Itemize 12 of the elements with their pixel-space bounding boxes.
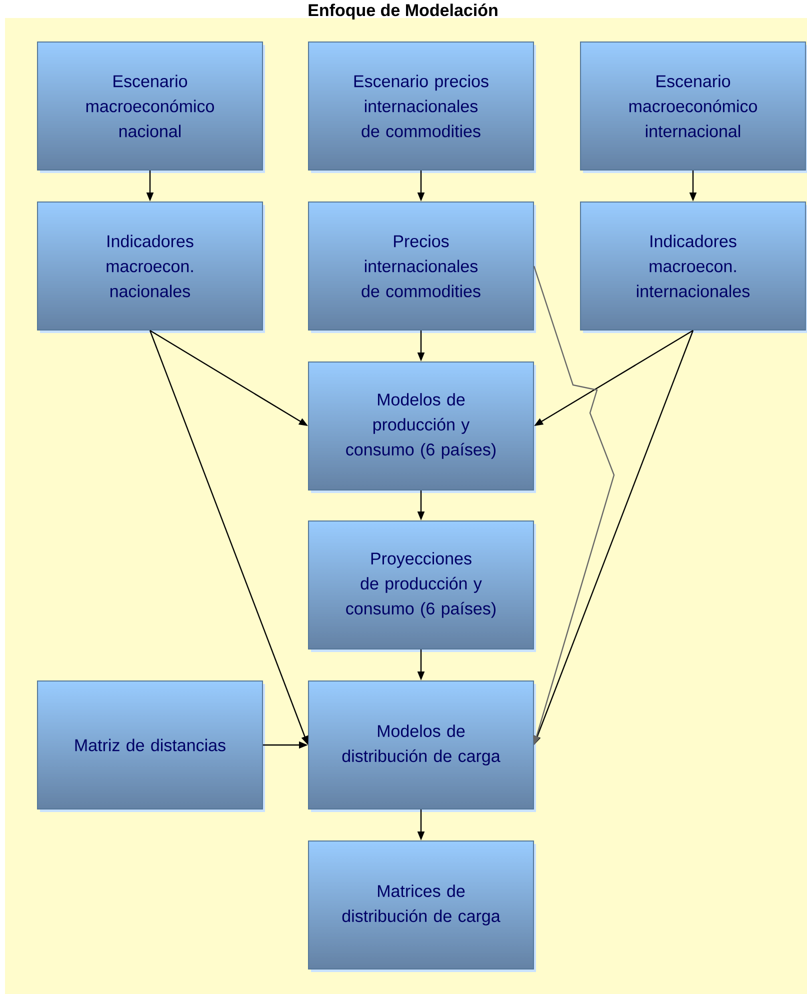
process-box: Proyecciones de producción y consumo (6 países) [308,520,536,652]
process-box: Escenario precios internacionales de commodities [308,42,536,173]
process-box: Modelos de distribución de carga [308,680,536,812]
process-box: Escenario macroeconómico internacional [580,42,807,173]
process-box: Precios internacionales de commodities [308,202,536,333]
process-box: Indicadores macroecon. internacionales [580,202,807,333]
process-box: Matrices de distribución de carga [308,840,536,972]
process-box: Matriz de distancias [37,680,265,812]
process-box: Escenario macroeconómico nacional [37,42,265,173]
title: Enfoque de Modelación [308,4,498,20]
process-box: Modelos de producción y consumo (6 países) [308,362,536,493]
process-box: Indicadores macroecon. nacionales [37,202,265,333]
